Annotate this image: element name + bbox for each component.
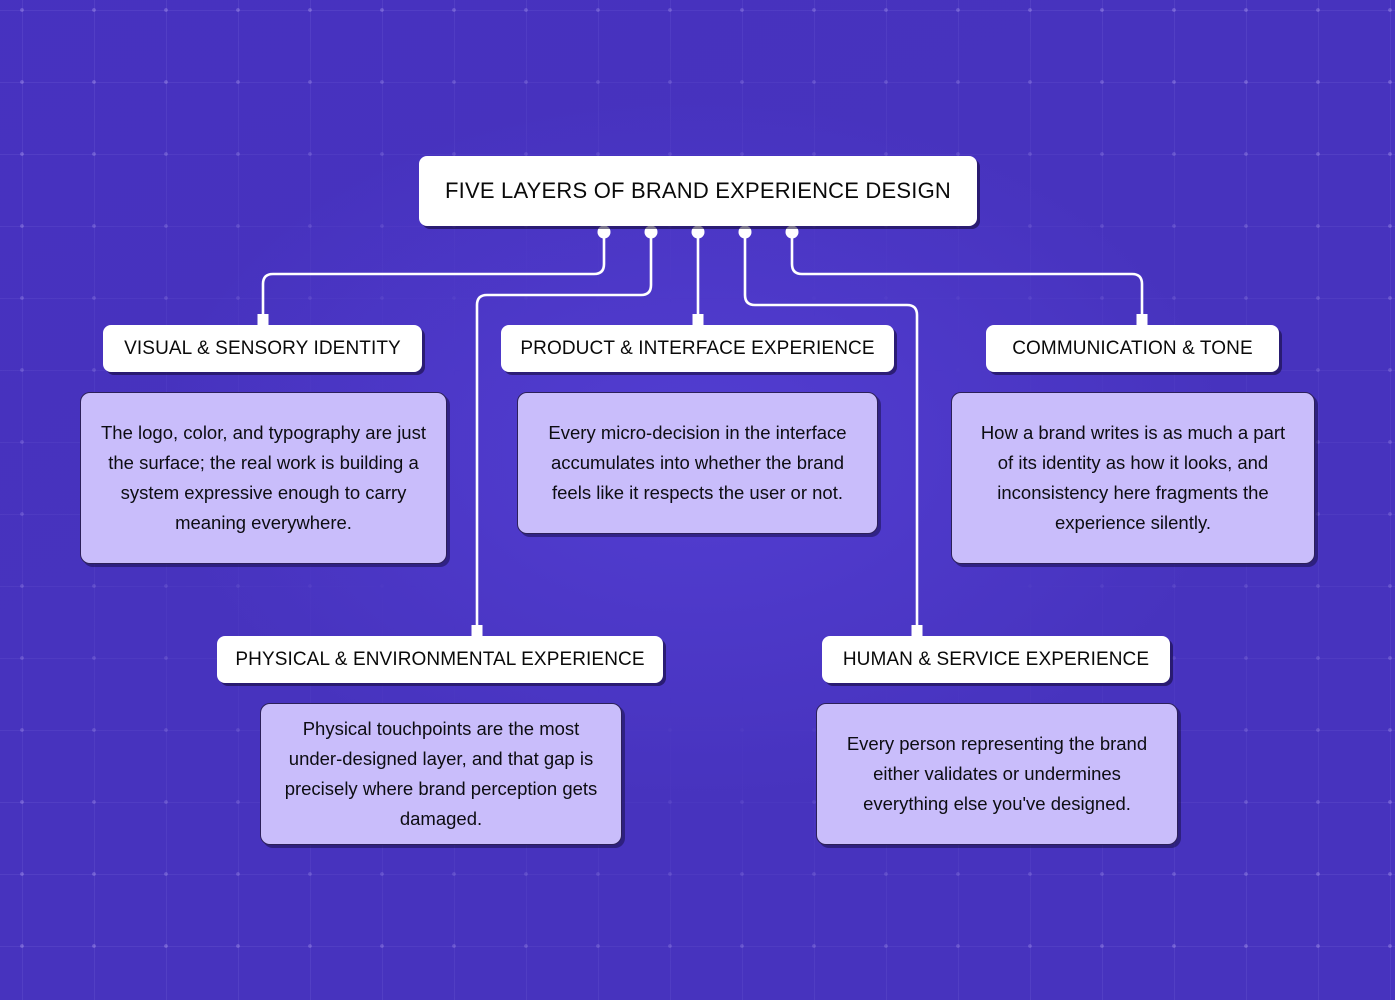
node-communication-tone[interactable]: COMMUNICATION & TONE — [986, 325, 1279, 372]
node-human-service-experience[interactable]: HUMAN & SERVICE EXPERIENCE — [822, 636, 1170, 683]
connector-end-visual — [257, 314, 269, 325]
connector-dot-communication — [785, 225, 799, 239]
connector-end-physical — [471, 625, 483, 636]
description-human-service-experience: Every person representing the brand eith… — [816, 703, 1178, 845]
node-physical-environmental-experience[interactable]: PHYSICAL & ENVIRONMENTAL EXPERIENCE — [217, 636, 663, 683]
connector-end-communication — [1136, 314, 1148, 325]
description-communication-tone: How a brand writes is as much a part of … — [951, 392, 1315, 564]
description-physical-environmental-experience: Physical touchpoints are the most under-… — [260, 703, 622, 845]
root-node-title[interactable]: FIVE LAYERS OF BRAND EXPERIENCE DESIGN — [419, 156, 977, 226]
connector-end-product — [692, 314, 704, 325]
connector-dot-visual — [597, 225, 611, 239]
description-product-interface-experience: Every micro-decision in the interface ac… — [517, 392, 878, 534]
connector-dot-human — [738, 225, 752, 239]
connector-dot-product — [691, 225, 705, 239]
connector-title-to-visual — [261, 232, 606, 325]
node-product-interface-experience[interactable]: PRODUCT & INTERFACE EXPERIENCE — [501, 325, 894, 372]
connector-end-human — [911, 625, 923, 636]
description-visual-sensory-identity: The logo, color, and typography are just… — [80, 392, 447, 564]
connector-title-to-communication — [790, 232, 1144, 325]
connector-dot-physical — [644, 225, 658, 239]
connector-source-dots — [597, 225, 799, 239]
node-visual-sensory-identity[interactable]: VISUAL & SENSORY IDENTITY — [103, 325, 422, 372]
